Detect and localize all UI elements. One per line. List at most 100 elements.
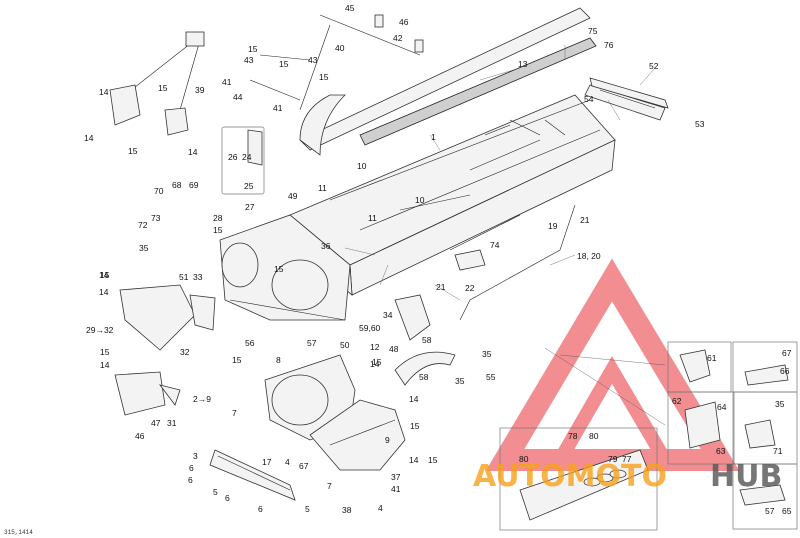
callout-label-47: 47 xyxy=(151,418,161,428)
callout-label-73: 73 xyxy=(151,213,161,223)
callout-label-15-11: 15 xyxy=(372,357,382,367)
callout-label-39: 39 xyxy=(195,85,205,95)
callout-label-67-2: 67 xyxy=(299,461,309,471)
callout-label-42: 42 xyxy=(393,33,403,43)
callout-label-11-1: 11 xyxy=(318,183,327,193)
callout-label-15-3: 15 xyxy=(158,83,168,93)
callout-label-33: 33 xyxy=(193,272,203,282)
callout-label-14-9: 14 xyxy=(409,455,419,465)
callout-label-3: 3 xyxy=(193,451,198,461)
reference-code: 315,1414 xyxy=(4,529,33,536)
callout-label-13: 13 xyxy=(518,59,528,69)
bracket-74 xyxy=(454,249,486,271)
callout-label-52: 52 xyxy=(649,61,659,71)
callout-label-19: 19 xyxy=(548,221,558,231)
bracket-24-25-26 xyxy=(221,126,265,195)
callout-label-21-1: 21 xyxy=(580,215,590,225)
detail-box-77-80 xyxy=(499,427,658,531)
callout-label-74: 74 xyxy=(490,240,500,250)
callout-label-15-9: 15 xyxy=(100,347,110,357)
callout-label-6-2: 6 xyxy=(188,475,193,485)
callout-label-1: 1 xyxy=(431,132,436,142)
callout-label-15-13: 15 xyxy=(428,455,438,465)
callout-label-75: 75 xyxy=(588,26,598,36)
callout-label-28: 28 xyxy=(213,213,223,223)
callout-label-10-1: 10 xyxy=(357,161,367,171)
front-frame xyxy=(219,214,351,321)
callout-label-24: 24 xyxy=(242,152,252,162)
callout-label-25: 25 xyxy=(244,181,254,191)
callout-label-41-1: 41 xyxy=(222,77,232,87)
callout-label-55: 55 xyxy=(486,372,496,382)
side-rail-plate xyxy=(209,449,296,501)
callout-label-80-2: 80 xyxy=(589,431,599,441)
callout-label-15-5: 15 xyxy=(319,72,329,82)
callout-label-49: 49 xyxy=(288,191,298,201)
callout-label-71: 71 xyxy=(773,446,783,456)
callout-label-14-7: 14 xyxy=(370,359,380,369)
callout-label-64: 64 xyxy=(717,402,727,412)
callout-label-35-3: 35 xyxy=(455,376,465,386)
callout-label-58-1: 58 xyxy=(422,335,432,345)
detail-box-35-71 xyxy=(732,391,798,465)
callout-label-46-2: 46 xyxy=(135,431,145,441)
callout-label-57-2: 57 xyxy=(765,506,775,516)
callout-label-15-2: 15 xyxy=(279,59,289,69)
callout-label-15-1: 15 xyxy=(248,44,258,54)
callout-label-7-2: 7 xyxy=(327,481,332,491)
callout-label-78: 78 xyxy=(568,431,578,441)
callout-label-14-8: 14 xyxy=(409,394,419,404)
callout-label-36: 36 xyxy=(321,241,331,251)
callout-label-15-4: 15 xyxy=(128,146,138,156)
callout-label-18-20: 18, 20 xyxy=(577,251,601,261)
callout-label-9: 9 xyxy=(385,435,390,445)
callout-label-4-1: 4 xyxy=(285,457,290,467)
callout-labels: 12→9344556666778910101111121314141414141… xyxy=(84,3,792,516)
callout-label-40: 40 xyxy=(335,43,345,53)
running-board-rail xyxy=(299,7,597,151)
callout-label-10-2: 10 xyxy=(415,195,425,205)
callout-label-43-1: 43 xyxy=(244,55,254,65)
callout-label-2-9: 2→9 xyxy=(193,394,211,404)
callout-label-51: 51 xyxy=(179,272,189,282)
callout-label-15-6: 15 xyxy=(213,225,223,235)
callout-label-15-7: 15 xyxy=(274,264,284,274)
watermark-text: AUTOMOTO HUB xyxy=(473,459,782,494)
callout-label-57-1: 57 xyxy=(307,338,317,348)
callout-label-72: 72 xyxy=(138,220,148,230)
callout-label-41-2: 41 xyxy=(273,103,283,113)
callout-label-26: 26 xyxy=(228,152,238,162)
callout-label-53: 53 xyxy=(695,119,705,129)
left-brackets xyxy=(114,284,216,416)
callout-label-80-1: 80 xyxy=(519,454,529,464)
callout-label-58-2: 58 xyxy=(419,372,429,382)
callout-label-44: 44 xyxy=(233,92,243,102)
detail-box-61 xyxy=(667,341,732,393)
callout-label-70: 70 xyxy=(154,186,164,196)
callout-label-77: 77 xyxy=(622,454,632,464)
watermark-text-b: HUB xyxy=(710,459,782,494)
callout-label-41-3: 41 xyxy=(391,484,401,494)
detail-box-62-64 xyxy=(667,391,735,465)
rod-18-20 xyxy=(459,204,576,321)
callout-label-65: 65 xyxy=(782,506,792,516)
callout-label-27: 27 xyxy=(245,202,255,212)
callout-label-35-2: 35 xyxy=(482,349,492,359)
callout-label-35-1: 35 xyxy=(139,243,149,253)
callout-label-63: 63 xyxy=(716,446,726,456)
watermark-text-a: AUTOMOTO xyxy=(473,459,667,494)
callout-label-66: 66 xyxy=(780,366,790,376)
callout-label-6-4: 6 xyxy=(258,504,263,514)
callout-label-35-4: 35 xyxy=(775,399,785,409)
callout-label-4-2: 4 xyxy=(378,503,383,513)
callout-label-8: 8 xyxy=(276,355,281,365)
callout-label-14-6: 14 xyxy=(100,360,110,370)
callout-label-11-2: 11 xyxy=(368,213,377,223)
callout-label-31: 31 xyxy=(167,418,177,428)
bumper-bar-52 xyxy=(589,77,669,109)
callout-label-62: 62 xyxy=(672,396,682,406)
callout-label-45: 45 xyxy=(345,3,355,13)
leader-lines xyxy=(344,45,666,426)
